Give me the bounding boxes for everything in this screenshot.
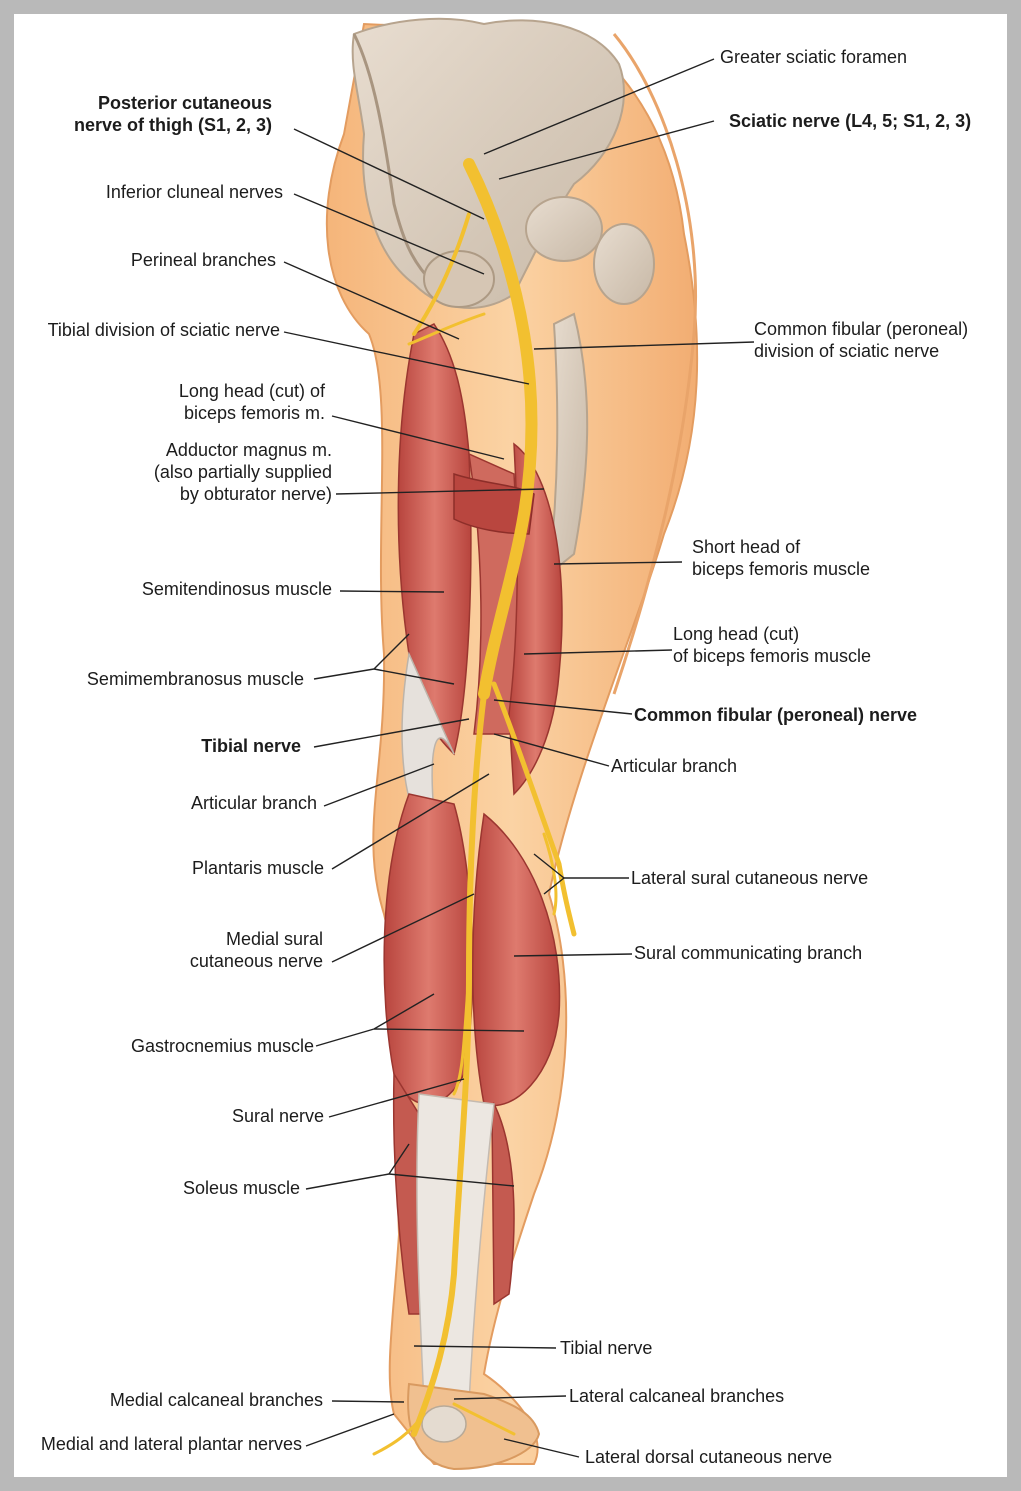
lateral-sural-path xyxy=(542,832,558,916)
adductor-magnus-muscle xyxy=(453,472,535,535)
label-perineal-branches: Perineal branches xyxy=(130,250,276,270)
sciatic-nerve-path xyxy=(463,158,538,700)
label-adductor-magnus: Adductor magnus m. (also partially suppl… xyxy=(154,439,332,505)
label-long-head-cut-biceps: Long head (cut) of biceps femoris m. xyxy=(179,380,325,424)
label-sural-communicating: Sural communicating branch xyxy=(634,943,863,963)
label-lateral-sural-cutaneous: Lateral sural cutaneous nerve xyxy=(631,868,869,888)
label-posterior-cutaneous-nerve: Posterior cutaneous nerve of thigh (S1, … xyxy=(74,92,272,136)
label-common-fibular-division: Common fibular (peroneal) division of sc… xyxy=(754,318,968,362)
gastrocnemius-lateral-head xyxy=(472,812,561,1107)
tibial-nerve-path xyxy=(411,691,487,1437)
nerve-paths xyxy=(372,158,577,1456)
label-adductor-line2: (also partially supplied xyxy=(153,462,332,482)
femoral-head xyxy=(525,196,603,262)
label-inferior-cluneal-nerves: Inferior cluneal nerves xyxy=(105,182,283,202)
label-adductor-line3: by obturator nerve) xyxy=(179,484,332,504)
lateral-calcaneal-path xyxy=(452,1402,516,1436)
label-tibial-nerve-ankle: Tibial nerve xyxy=(560,1338,653,1358)
label-posterior-cutaneous-line2: nerve of thigh (S1, 2, 3) xyxy=(73,115,272,135)
label-plantar-nerves: Medial and lateral plantar nerves xyxy=(40,1434,302,1454)
label-articular-branch-left: Articular branch xyxy=(190,793,317,813)
label-adductor-line1: Adductor magnus m. xyxy=(165,440,332,460)
label-short-head-biceps: Short head of biceps femoris muscle xyxy=(692,536,870,580)
leader-lines xyxy=(283,58,755,1458)
greater-trochanter xyxy=(593,223,655,305)
posterior-cutaneous-path xyxy=(412,212,471,336)
label-common-fibular-division-line2: division of sciatic nerve xyxy=(754,341,940,361)
gastrocnemius-medial-head xyxy=(383,793,474,1105)
label-semitendinosus: Semitendinosus muscle xyxy=(141,579,332,599)
ischial-tuberosity xyxy=(423,250,495,308)
label-tibial-nerve-knee: Tibial nerve xyxy=(201,736,301,756)
label-lateral-calcaneal: Lateral calcaneal branches xyxy=(569,1386,785,1406)
label-posterior-cutaneous-line1: Posterior cutaneous xyxy=(97,93,272,113)
plantar-nerve-path xyxy=(372,1412,426,1456)
label-sciatic-nerve: Sciatic nerve (L4, 5; S1, 2, 3) xyxy=(729,111,972,131)
label-short-head-line1: Short head of xyxy=(692,537,801,557)
label-medial-calcaneal: Medial calcaneal branches xyxy=(109,1390,323,1410)
label-soleus: Soleus muscle xyxy=(182,1178,300,1198)
label-medial-sural-line1: Medial sural xyxy=(225,929,323,949)
calcaneus xyxy=(421,1405,467,1443)
label-long-head-cut-line2: biceps femoris m. xyxy=(183,403,325,423)
perineal-branch-path xyxy=(407,312,486,346)
label-lateral-dorsal-cutaneous: Lateral dorsal cutaneous nerve xyxy=(585,1447,833,1467)
label-long-head-biceps: Long head (cut) of biceps femoris muscle xyxy=(673,623,871,667)
label-medial-sural-cutaneous: Medial sural cutaneous nerve xyxy=(190,928,323,972)
label-long-head-biceps-line1: Long head (cut) xyxy=(673,624,800,644)
heel-foot xyxy=(407,1382,541,1471)
label-plantaris: Plantaris muscle xyxy=(191,858,324,878)
sacrum xyxy=(352,33,436,286)
posterior-leg-illustration xyxy=(283,17,755,1471)
common-fibular-nerve-path xyxy=(491,681,577,937)
label-gastrocnemius: Gastrocnemius muscle xyxy=(130,1036,314,1056)
lateral-thigh-skin xyxy=(612,33,698,695)
label-semimembranosus: Semimembranosus muscle xyxy=(86,669,304,689)
label-common-fibular-division-line1: Common fibular (peroneal) xyxy=(754,319,969,339)
label-greater-sciatic-foramen: Greater sciatic foramen xyxy=(720,47,908,67)
sural-nerve-path xyxy=(452,972,471,1096)
label-long-head-biceps-line2: of biceps femoris muscle xyxy=(673,646,872,666)
label-long-head-cut-line1: Long head (cut) of xyxy=(178,381,325,401)
label-tibial-division: Tibial division of sciatic nerve xyxy=(47,320,280,340)
figure-frame: Greater sciatic foramen Sciatic nerve (L… xyxy=(14,14,1007,1477)
label-articular-branch-right: Articular branch xyxy=(611,756,738,776)
label-common-fibular-nerve: Common fibular (peroneal) nerve xyxy=(634,705,918,725)
label-medial-sural-line2: cutaneous nerve xyxy=(189,951,323,971)
label-short-head-line2: biceps femoris muscle xyxy=(692,559,871,579)
label-sural-nerve: Sural nerve xyxy=(231,1106,324,1126)
